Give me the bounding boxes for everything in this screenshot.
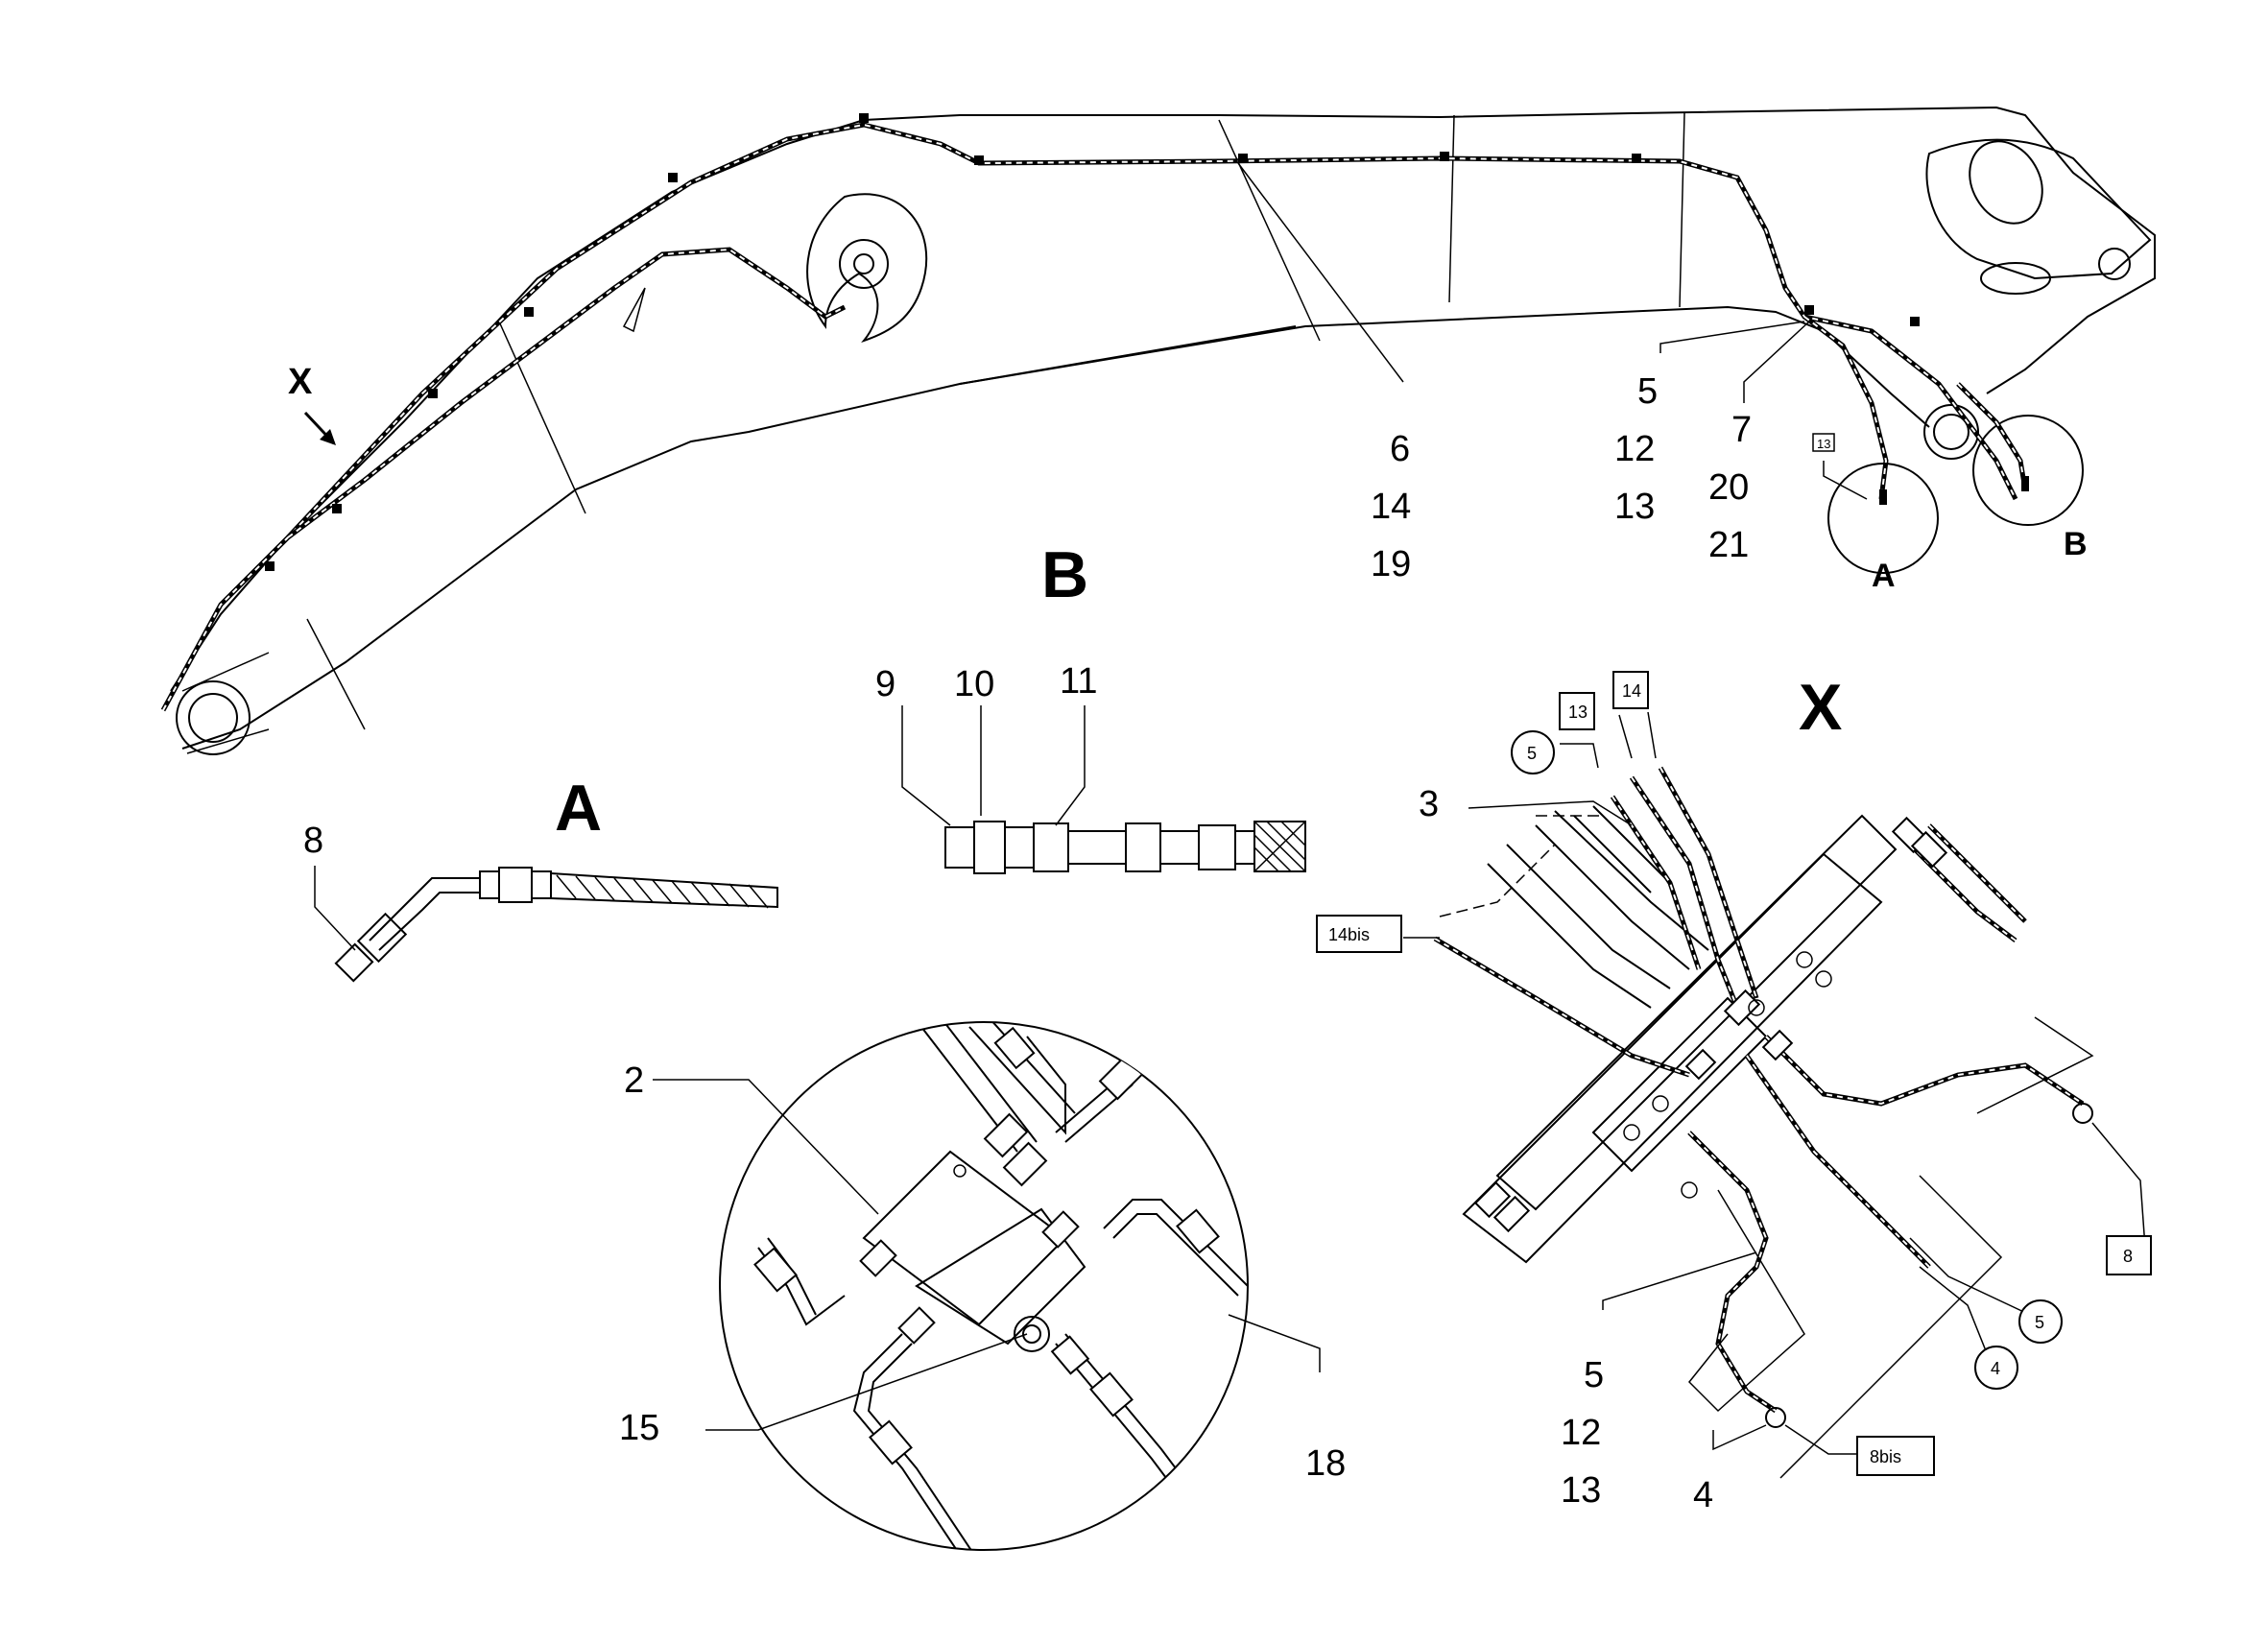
detail-circle-b xyxy=(1972,415,2084,526)
callout-20: 20 xyxy=(1708,467,1749,508)
callout-19: 19 xyxy=(1371,544,1411,584)
callout-7: 7 xyxy=(1731,410,1752,450)
boxed-14 xyxy=(1612,671,1649,709)
circled-5-right xyxy=(2018,1299,2063,1344)
view-b-title: B xyxy=(1041,538,1088,611)
boxed-8-label: 8 xyxy=(2123,1247,2133,1266)
circled-5-top xyxy=(1511,730,1555,774)
boxed-14bis xyxy=(1316,915,1402,953)
view-x-assembly xyxy=(1403,711,2146,1479)
boxed-8 xyxy=(2106,1235,2152,1275)
boxed-8bis xyxy=(1856,1436,1935,1476)
callout-6: 6 xyxy=(1390,429,1410,469)
detail-a-marker: A xyxy=(1872,558,1896,594)
circled-5-right-label: 5 xyxy=(2035,1313,2044,1332)
detail-a-fitting xyxy=(314,866,778,983)
callout-4: 4 xyxy=(1693,1475,1713,1515)
detail-zoom-circle xyxy=(653,1021,1321,1551)
callout-12-x: 12 xyxy=(1561,1413,1601,1453)
callout-21: 21 xyxy=(1708,525,1749,565)
view-x-title: X xyxy=(1799,671,1842,744)
callout-15: 15 xyxy=(619,1408,659,1448)
callout-3: 3 xyxy=(1419,784,1439,824)
boxed-13 xyxy=(1559,692,1595,730)
boxed-14-label: 14 xyxy=(1622,681,1641,701)
boxed-13-label: 13 xyxy=(1568,703,1588,722)
foot-pin xyxy=(176,680,251,755)
boom-pin xyxy=(1923,404,1979,460)
callout-5-boom: 5 xyxy=(1637,371,1658,412)
callout-11: 11 xyxy=(1060,661,1097,702)
callout-18: 18 xyxy=(1305,1443,1346,1484)
view-a-title: A xyxy=(555,772,602,845)
circled-5-top-label: 5 xyxy=(1527,744,1537,763)
detail-b-marker: B xyxy=(2064,526,2088,562)
callout-9: 9 xyxy=(875,664,895,704)
detail-b-coupling xyxy=(901,705,1306,874)
view-x-marker: X xyxy=(288,362,313,402)
circled-4-right xyxy=(1974,1346,2018,1390)
hose-clamps xyxy=(265,113,1920,571)
boxed-13-small-label: 13 xyxy=(1817,437,1830,451)
callout-14: 14 xyxy=(1371,487,1411,527)
boom-drawing xyxy=(160,106,2156,755)
boxed-8bis-label: 8bis xyxy=(1870,1447,1901,1466)
circled-4-right-label: 4 xyxy=(1991,1359,2000,1378)
callout-8-a: 8 xyxy=(303,821,323,861)
callout-13-x: 13 xyxy=(1561,1470,1601,1511)
callout-2: 2 xyxy=(624,1060,644,1101)
callout-12-boom: 12 xyxy=(1614,429,1655,469)
callout-5-x: 5 xyxy=(1584,1355,1604,1395)
detail-circle-a xyxy=(1827,463,1939,574)
callout-10: 10 xyxy=(954,664,994,704)
callout-13-boom: 13 xyxy=(1614,487,1655,527)
boxed-13-small xyxy=(1812,433,1835,452)
boxed-14bis-label: 14bis xyxy=(1328,925,1370,944)
